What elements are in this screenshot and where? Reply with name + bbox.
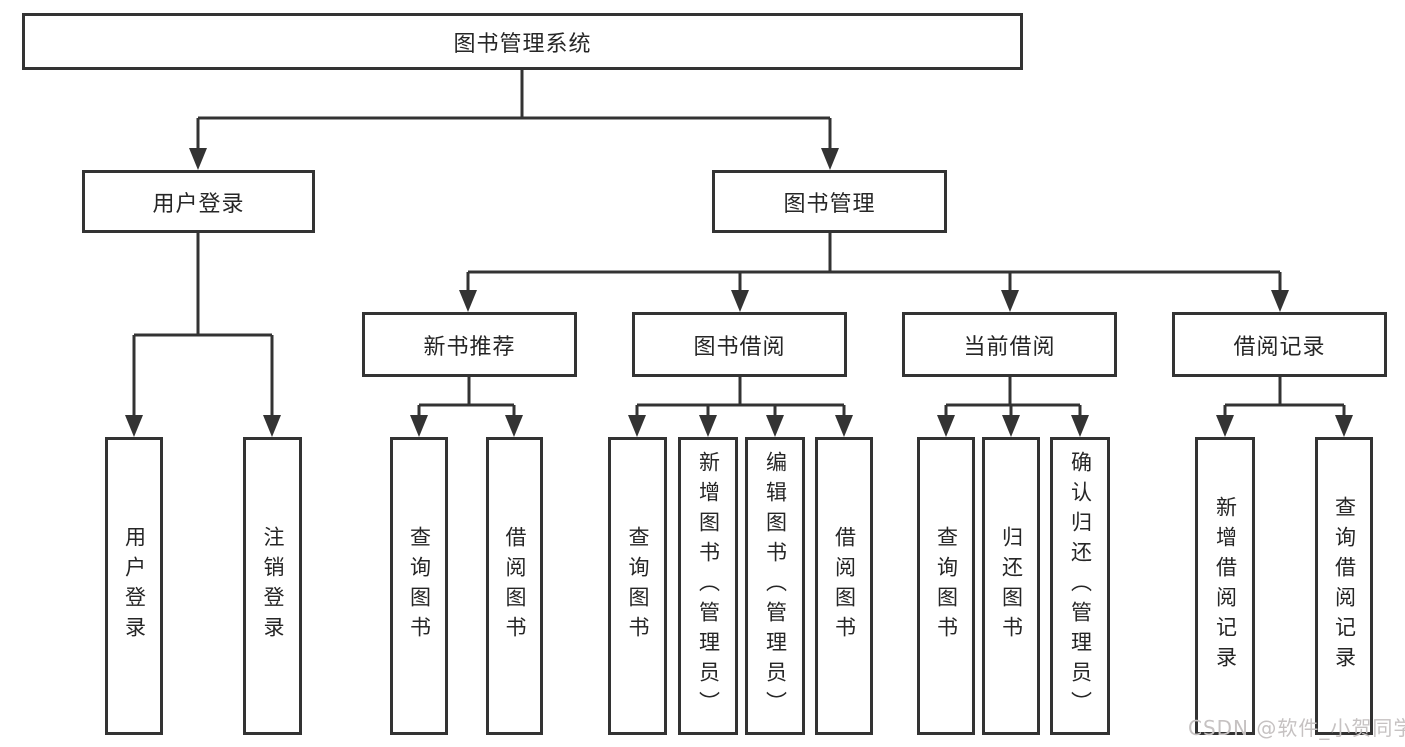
arrowhead xyxy=(937,415,955,437)
node-new-book-recommend: 新书推荐 xyxy=(362,312,577,377)
node-book-borrow: 图书借阅 xyxy=(632,312,847,377)
arrowhead xyxy=(821,148,839,170)
node-bb-add-book-admin: 新增图书（管理员） xyxy=(678,437,738,735)
arrowhead xyxy=(1335,415,1353,437)
node-user-login: 用户登录 xyxy=(82,170,315,233)
arrowhead xyxy=(1071,415,1089,437)
arrowhead xyxy=(1001,290,1019,312)
node-br-add-borrow-record: 新增借阅记录 xyxy=(1195,437,1255,735)
arrowhead xyxy=(263,415,281,437)
arrowhead xyxy=(731,290,749,312)
node-label: 新增借阅记录 xyxy=(1213,496,1238,676)
arrowhead xyxy=(1216,415,1234,437)
arrowhead xyxy=(699,415,717,437)
node-label: 用户登录 xyxy=(122,526,147,646)
node-label: 借阅图书 xyxy=(503,526,527,646)
connector-path xyxy=(132,233,274,419)
arrowhead xyxy=(835,415,853,437)
arrowhead xyxy=(459,290,477,312)
arrowhead xyxy=(1002,415,1020,437)
arrowhead xyxy=(189,148,207,170)
node-label: 归还图书 xyxy=(999,526,1024,646)
node-bb-query-book: 查询图书 xyxy=(608,437,667,735)
arrowhead xyxy=(410,415,428,437)
node-bb-edit-book-admin: 编辑图书（管理员） xyxy=(745,437,805,735)
node-label: 查询借阅记录 xyxy=(1332,496,1357,676)
arrowhead xyxy=(1271,290,1289,312)
connector-path xyxy=(196,70,832,152)
node-label: 新增图书（管理员） xyxy=(696,451,721,721)
connector-path xyxy=(466,233,1282,294)
node-cb-return-book: 归还图书 xyxy=(982,437,1040,735)
node-root: 图书管理系统 xyxy=(22,13,1023,70)
connector-path xyxy=(1223,377,1346,419)
node-label: 查询图书 xyxy=(934,526,959,646)
csdn-watermark: CSDN @软件_小贺同学 xyxy=(1188,716,1405,740)
connector-path xyxy=(417,377,516,419)
node-br-query-borrow-record: 查询借阅记录 xyxy=(1315,437,1373,735)
node-label: 查询图书 xyxy=(626,526,650,646)
node-label: 确认归还（管理员） xyxy=(1068,451,1093,721)
node-cb-confirm-return-admin: 确认归还（管理员） xyxy=(1050,437,1110,735)
node-bb-borrow-book: 借阅图书 xyxy=(815,437,873,735)
node-label: 借阅图书 xyxy=(832,526,857,646)
node-current-borrow: 当前借阅 xyxy=(902,312,1117,377)
connector-path xyxy=(944,377,1082,419)
node-nbr-query-book: 查询图书 xyxy=(390,437,448,735)
node-label: 注销登录 xyxy=(261,526,285,646)
arrowhead xyxy=(505,415,523,437)
node-ul-user-login: 用户登录 xyxy=(105,437,163,735)
node-cb-query-book: 查询图书 xyxy=(917,437,975,735)
node-book-management: 图书管理 xyxy=(712,170,947,233)
node-nbr-borrow-book: 借阅图书 xyxy=(486,437,543,735)
arrowhead xyxy=(628,415,646,437)
node-label: 查询图书 xyxy=(407,526,432,646)
arrowhead xyxy=(125,415,143,437)
node-label: 编辑图书（管理员） xyxy=(763,451,788,721)
connector-path xyxy=(635,377,846,419)
arrowhead xyxy=(766,415,784,437)
node-borrow-records: 借阅记录 xyxy=(1172,312,1387,377)
node-ul-logout: 注销登录 xyxy=(243,437,302,735)
